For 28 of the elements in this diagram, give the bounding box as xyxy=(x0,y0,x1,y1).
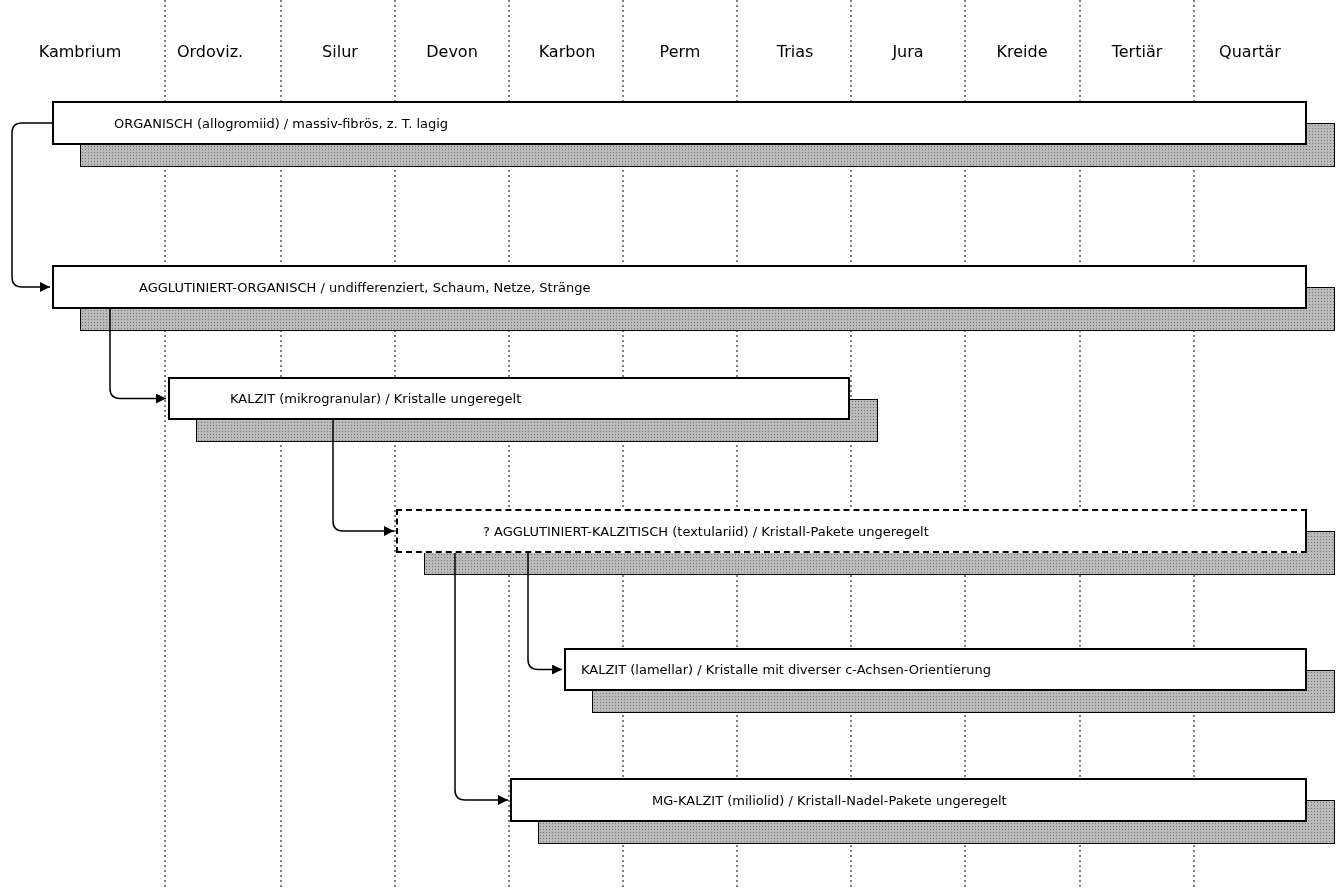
bar-label: ORGANISCH (allogromiid) / massiv-fibrös, z. T. lagig xyxy=(114,115,449,131)
timeline-bar xyxy=(52,101,1307,145)
period-label: Devon xyxy=(426,42,478,61)
arrow xyxy=(109,308,167,404)
period-label: Kambrium xyxy=(38,42,122,61)
timeline-bar xyxy=(52,265,1307,309)
timeline-bar xyxy=(510,778,1307,822)
period-label: Karbon xyxy=(538,42,596,61)
period-label: Tertiär xyxy=(1111,42,1163,61)
period-label: Perm xyxy=(659,42,701,61)
timeline-bar xyxy=(396,509,1307,553)
period-label: Jura xyxy=(892,42,924,61)
timeline-bar xyxy=(564,648,1307,691)
period-label: Silur xyxy=(322,42,358,61)
period-label: Ordoviz. xyxy=(176,42,244,61)
arrow xyxy=(332,419,395,536)
timeline-bar xyxy=(168,377,850,420)
arrow xyxy=(11,122,53,292)
bar-label: KALZIT (mikrogranular) / Kristalle ungeregelt xyxy=(230,391,522,406)
bar-label: KALZIT (lamellar) / Kristalle mit diverser c-Achsen-Orientierung xyxy=(581,662,991,677)
bar-label: AGGLUTINIERT-ORGANISCH / undifferenziert, Schaum, Netze, Stränge xyxy=(139,279,591,295)
period-label: Quartär xyxy=(1219,42,1281,61)
bar-label: MG-KALZIT (miliolid) / Kristall-Nadel-Pakete ungeregelt xyxy=(652,792,1007,808)
period-label: Kreide xyxy=(996,42,1048,61)
bar-label: ? AGGLUTINIERT-KALZITISCH (textulariid) / Kristall-Pakete ungeregelt xyxy=(483,523,929,539)
arrow xyxy=(454,552,509,805)
period-label: Trias xyxy=(776,42,814,61)
arrow xyxy=(527,552,563,675)
